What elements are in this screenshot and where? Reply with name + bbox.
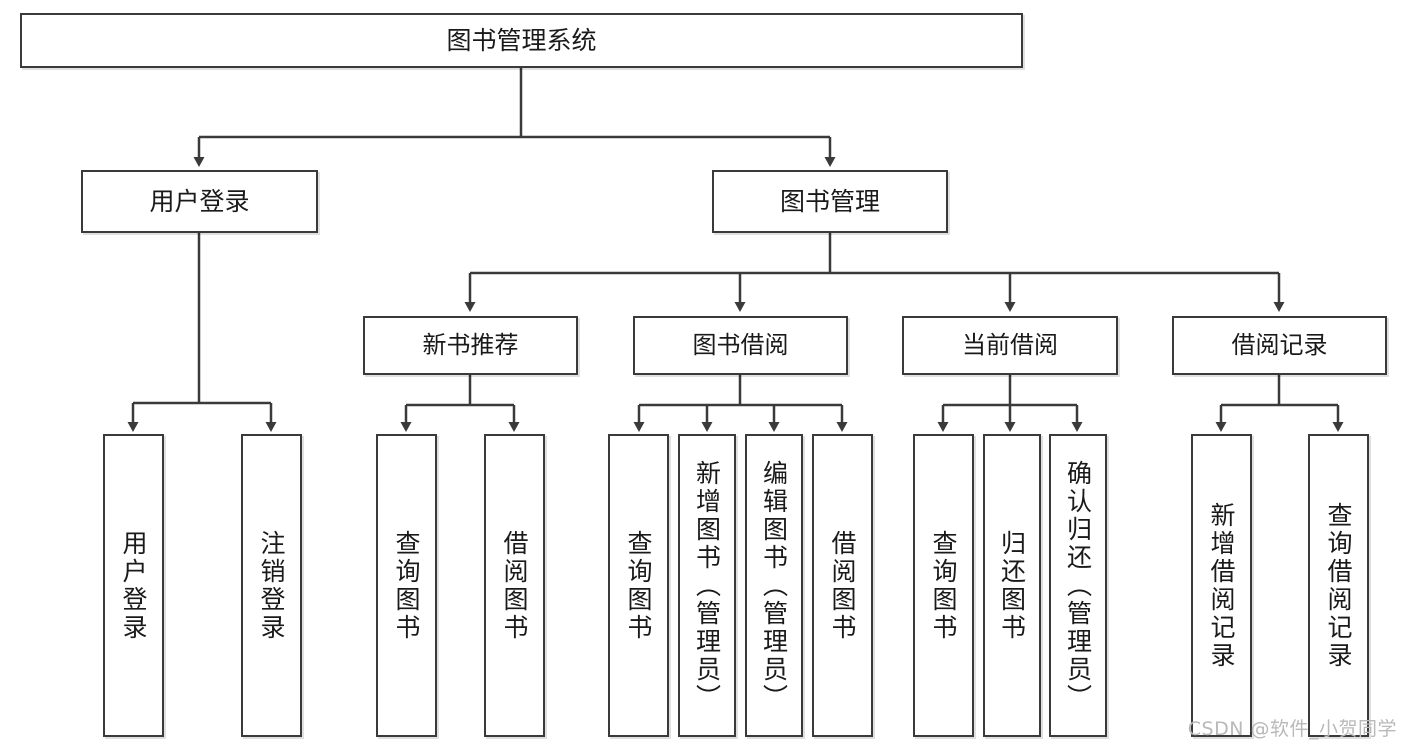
node-leaf-return-book[interactable]: 归还图书	[983, 434, 1041, 737]
node-label: 新增图书（管理员）	[692, 459, 722, 712]
node-label: 借阅图书	[500, 529, 529, 642]
node-label: 查询借阅记录	[1324, 501, 1353, 670]
node-label: 借阅图书	[828, 529, 857, 642]
node-new-book-recommend[interactable]: 新书推荐	[363, 316, 578, 375]
node-label: 归还图书	[997, 529, 1027, 642]
node-label: 图书管理	[779, 186, 880, 216]
node-label: 查询图书	[624, 529, 653, 642]
node-leaf-borrow-book-1[interactable]: 借阅图书	[484, 434, 545, 737]
node-leaf-query-book-1[interactable]: 查询图书	[376, 434, 437, 737]
node-label: 编辑图书（管理员）	[759, 459, 789, 712]
node-user-login[interactable]: 用户登录	[81, 170, 318, 233]
node-leaf-query-book-2[interactable]: 查询图书	[608, 434, 669, 737]
node-leaf-query-record[interactable]: 查询借阅记录	[1308, 434, 1369, 737]
node-book-manage[interactable]: 图书管理	[712, 170, 948, 233]
node-label: 借阅记录	[1231, 331, 1328, 360]
node-label: 查询图书	[929, 529, 958, 642]
node-label: 新增借阅记录	[1207, 501, 1236, 670]
node-leaf-confirm-return[interactable]: 确认归还（管理员）	[1049, 434, 1107, 737]
node-leaf-user-login[interactable]: 用户登录	[103, 434, 164, 737]
watermark-text: CSDN @软件_小贺同学	[1187, 718, 1397, 740]
node-leaf-add-book[interactable]: 新增图书（管理员）	[678, 434, 736, 737]
node-label: 当前借阅	[962, 331, 1058, 360]
node-label: 查询图书	[392, 529, 421, 642]
node-leaf-query-book-3[interactable]: 查询图书	[913, 434, 974, 737]
node-root-system[interactable]: 图书管理系统	[20, 13, 1023, 68]
node-label: 图书管理系统	[446, 25, 597, 55]
node-label: 用户登录	[119, 529, 148, 642]
node-leaf-logout-login[interactable]: 注销登录	[241, 434, 302, 737]
node-borrow-record[interactable]: 借阅记录	[1172, 316, 1387, 375]
node-leaf-add-record[interactable]: 新增借阅记录	[1191, 434, 1252, 737]
node-leaf-edit-book[interactable]: 编辑图书（管理员）	[745, 434, 803, 737]
node-current-borrow[interactable]: 当前借阅	[902, 316, 1118, 375]
node-book-borrow[interactable]: 图书借阅	[633, 316, 848, 375]
node-label: 注销登录	[257, 529, 286, 642]
node-label: 新书推荐	[422, 331, 519, 360]
node-label: 图书借阅	[692, 331, 789, 360]
node-leaf-borrow-book-2[interactable]: 借阅图书	[812, 434, 873, 737]
node-label: 用户登录	[149, 186, 250, 216]
node-label: 确认归还（管理员）	[1063, 459, 1093, 712]
